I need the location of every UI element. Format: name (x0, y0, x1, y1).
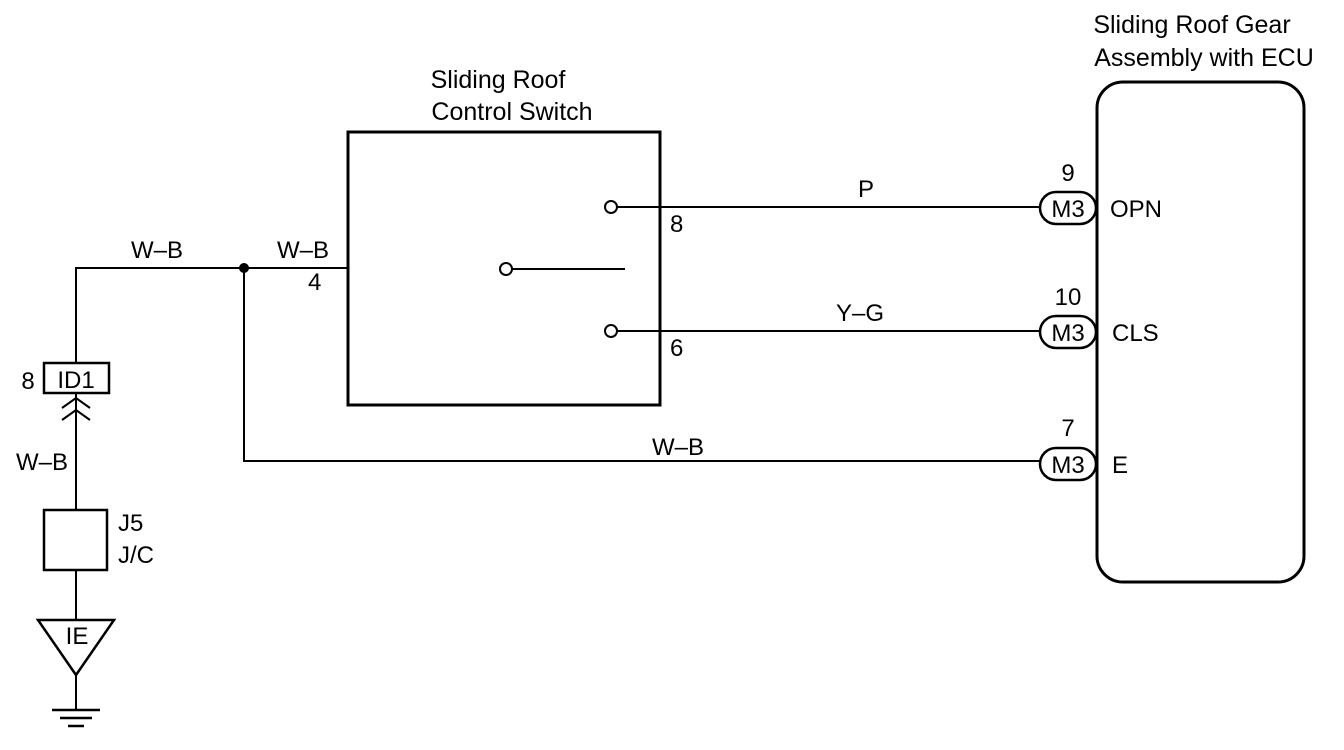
wire-close-color: Y–G (836, 300, 884, 327)
switch-pin-in: 4 (308, 269, 321, 296)
connector-id1-pin: 8 (21, 368, 34, 395)
ground-point: IE (35, 618, 117, 728)
wire-open-color: P (858, 176, 874, 203)
ecu-terminal-opn: OPN (1110, 196, 1162, 223)
ecu-title-line1: Sliding Roof Gear (1093, 11, 1290, 39)
ecu-terminal-e: E (1112, 452, 1128, 479)
wire-ground-color: W–B (652, 434, 704, 461)
ecu-connector-label-cls: M3 (1051, 320, 1084, 347)
ecu-assembly: Sliding Roof Gear Assembly with ECU 9 M3… (1038, 11, 1314, 584)
ecu-pin-number-opn: 9 (1061, 160, 1074, 187)
wire-ground (243, 268, 1040, 462)
ecu-connector-label-e: M3 (1051, 452, 1084, 479)
wire-top-left-color: W–B (131, 237, 183, 264)
ground-point-triangle (35, 618, 117, 678)
wire-switch-feed-color: W–B (277, 237, 329, 264)
wiring: P Y–G W–B W–B W–B W–B (16, 176, 1040, 620)
ecu-pin-number-e: 7 (1061, 415, 1074, 442)
connector-id1: 8 ID1 (21, 361, 111, 421)
switch-pivot-contact (499, 262, 513, 276)
wire-ground-riser-color: W–B (16, 449, 68, 476)
junction-j5: J5 J/C (42, 508, 154, 572)
junction-label-line1: J5 (118, 510, 143, 537)
wire-top-left (75, 267, 244, 362)
switch-pin-open: 8 (670, 211, 683, 238)
ecu-connector-label-opn: M3 (1051, 196, 1084, 223)
switch-open-contact (604, 200, 618, 214)
junction-box (42, 508, 109, 572)
junction-label-line2: J/C (118, 542, 154, 569)
switch-close-contact (604, 324, 618, 338)
ecu-pin-number-cls: 10 (1055, 284, 1082, 311)
switch-pin-close: 6 (670, 335, 683, 362)
ecu-connector-e (1038, 446, 1098, 482)
switch-title-line2: Control Switch (431, 98, 592, 126)
ecu-title-line2: Assembly with ECU (1094, 44, 1314, 72)
ground-point-label: IE (66, 623, 89, 650)
connector-id1-label: ID1 (57, 367, 94, 394)
ecu-terminal-cls: CLS (1112, 320, 1159, 347)
control-switch: Sliding Roof Control Switch 8 6 4 (308, 66, 683, 407)
switch-title-line1: Sliding Roof (431, 66, 566, 94)
connector-id1-box (42, 361, 111, 395)
